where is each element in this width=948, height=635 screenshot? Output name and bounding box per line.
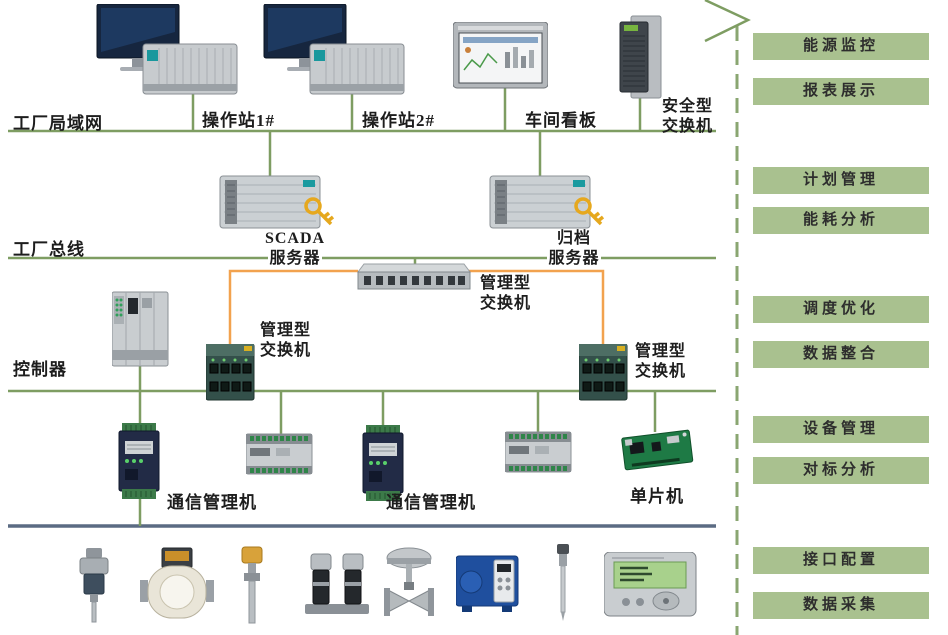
flow-meter-icon: [140, 546, 216, 631]
comm-manager-2-icon: [360, 425, 406, 506]
panel-item-equipment-management: 设备管理: [753, 416, 929, 443]
mcu-label: 单片机: [630, 487, 684, 506]
temperature-sensor-icon: [230, 545, 275, 630]
scada-server-icon: [219, 170, 335, 245]
electrode-sensor-icon: [549, 544, 577, 629]
panel-item-energy-monitoring: 能源监控: [753, 33, 929, 60]
workstation-2-icon: [262, 3, 407, 104]
solenoid-valve-icon: [303, 552, 373, 623]
rack-switch-icon: [356, 262, 472, 301]
compact-plc-1-icon: [245, 430, 316, 483]
control-valve-icon: [380, 546, 438, 627]
ring-links: [228, 269, 605, 346]
plc-controller-icon: [111, 284, 172, 375]
chevron-icon: [704, 0, 751, 43]
panel-item-data-acquisition: 数据采集: [753, 592, 929, 619]
panel-item-plan-management: 计划管理: [753, 167, 929, 194]
drop-ticks: [138, 88, 657, 526]
comm-manager-2-label: 通信管理机: [386, 493, 476, 512]
plant-bus-label: 工厂总线: [13, 240, 85, 259]
secure-switch-icon: [618, 14, 663, 107]
lan-bus-label: 工厂局域网: [13, 114, 103, 133]
kanban-label: 车间看板: [525, 111, 597, 130]
panel-item-interface-config: 接口配置: [753, 547, 929, 574]
panel-item-benchmark-analysis: 对标分析: [753, 457, 929, 484]
station1-label: 操作站1#: [202, 111, 275, 130]
compact-plc-2-icon: [504, 428, 575, 481]
key-icon: [574, 197, 605, 226]
secure-switch-label: 安全型 交换机: [662, 98, 714, 135]
panel-item-data-integration: 数据整合: [753, 341, 929, 368]
managed-switch-right-label: 管理型 交换机: [635, 343, 687, 380]
managed-switch-left-label: 管理型 交换机: [260, 322, 312, 359]
managed-switch-right-icon: [578, 343, 629, 407]
panel-item-energy-analysis: 能耗分析: [753, 207, 929, 234]
workstation-1-icon: [95, 3, 240, 104]
comm-manager-1-icon: [116, 423, 162, 504]
panel-item-report-display: 报表展示: [753, 78, 929, 105]
managed-switch-left-icon: [205, 343, 256, 407]
dosing-pump-icon: [455, 550, 520, 619]
flow-display-icon: [603, 551, 700, 625]
key-icon: [304, 197, 335, 226]
archive-server-label: 归档 服务器: [547, 229, 601, 269]
panel-item-dispatch-optimization: 调度优化: [753, 296, 929, 323]
pressure-transmitter-icon: [72, 548, 122, 631]
station2-label: 操作站2#: [362, 111, 435, 130]
hmi-panel-icon: [452, 21, 549, 97]
controller-label: 控制器: [13, 360, 67, 379]
archive-server-icon: [489, 170, 605, 245]
sbc-board-icon: [618, 422, 696, 479]
comm-manager-1-label: 通信管理机: [167, 493, 257, 512]
managed-switch-mid-label: 管理型 交换机: [480, 275, 532, 312]
scada-server-label: SCADA 服务器: [263, 229, 327, 269]
